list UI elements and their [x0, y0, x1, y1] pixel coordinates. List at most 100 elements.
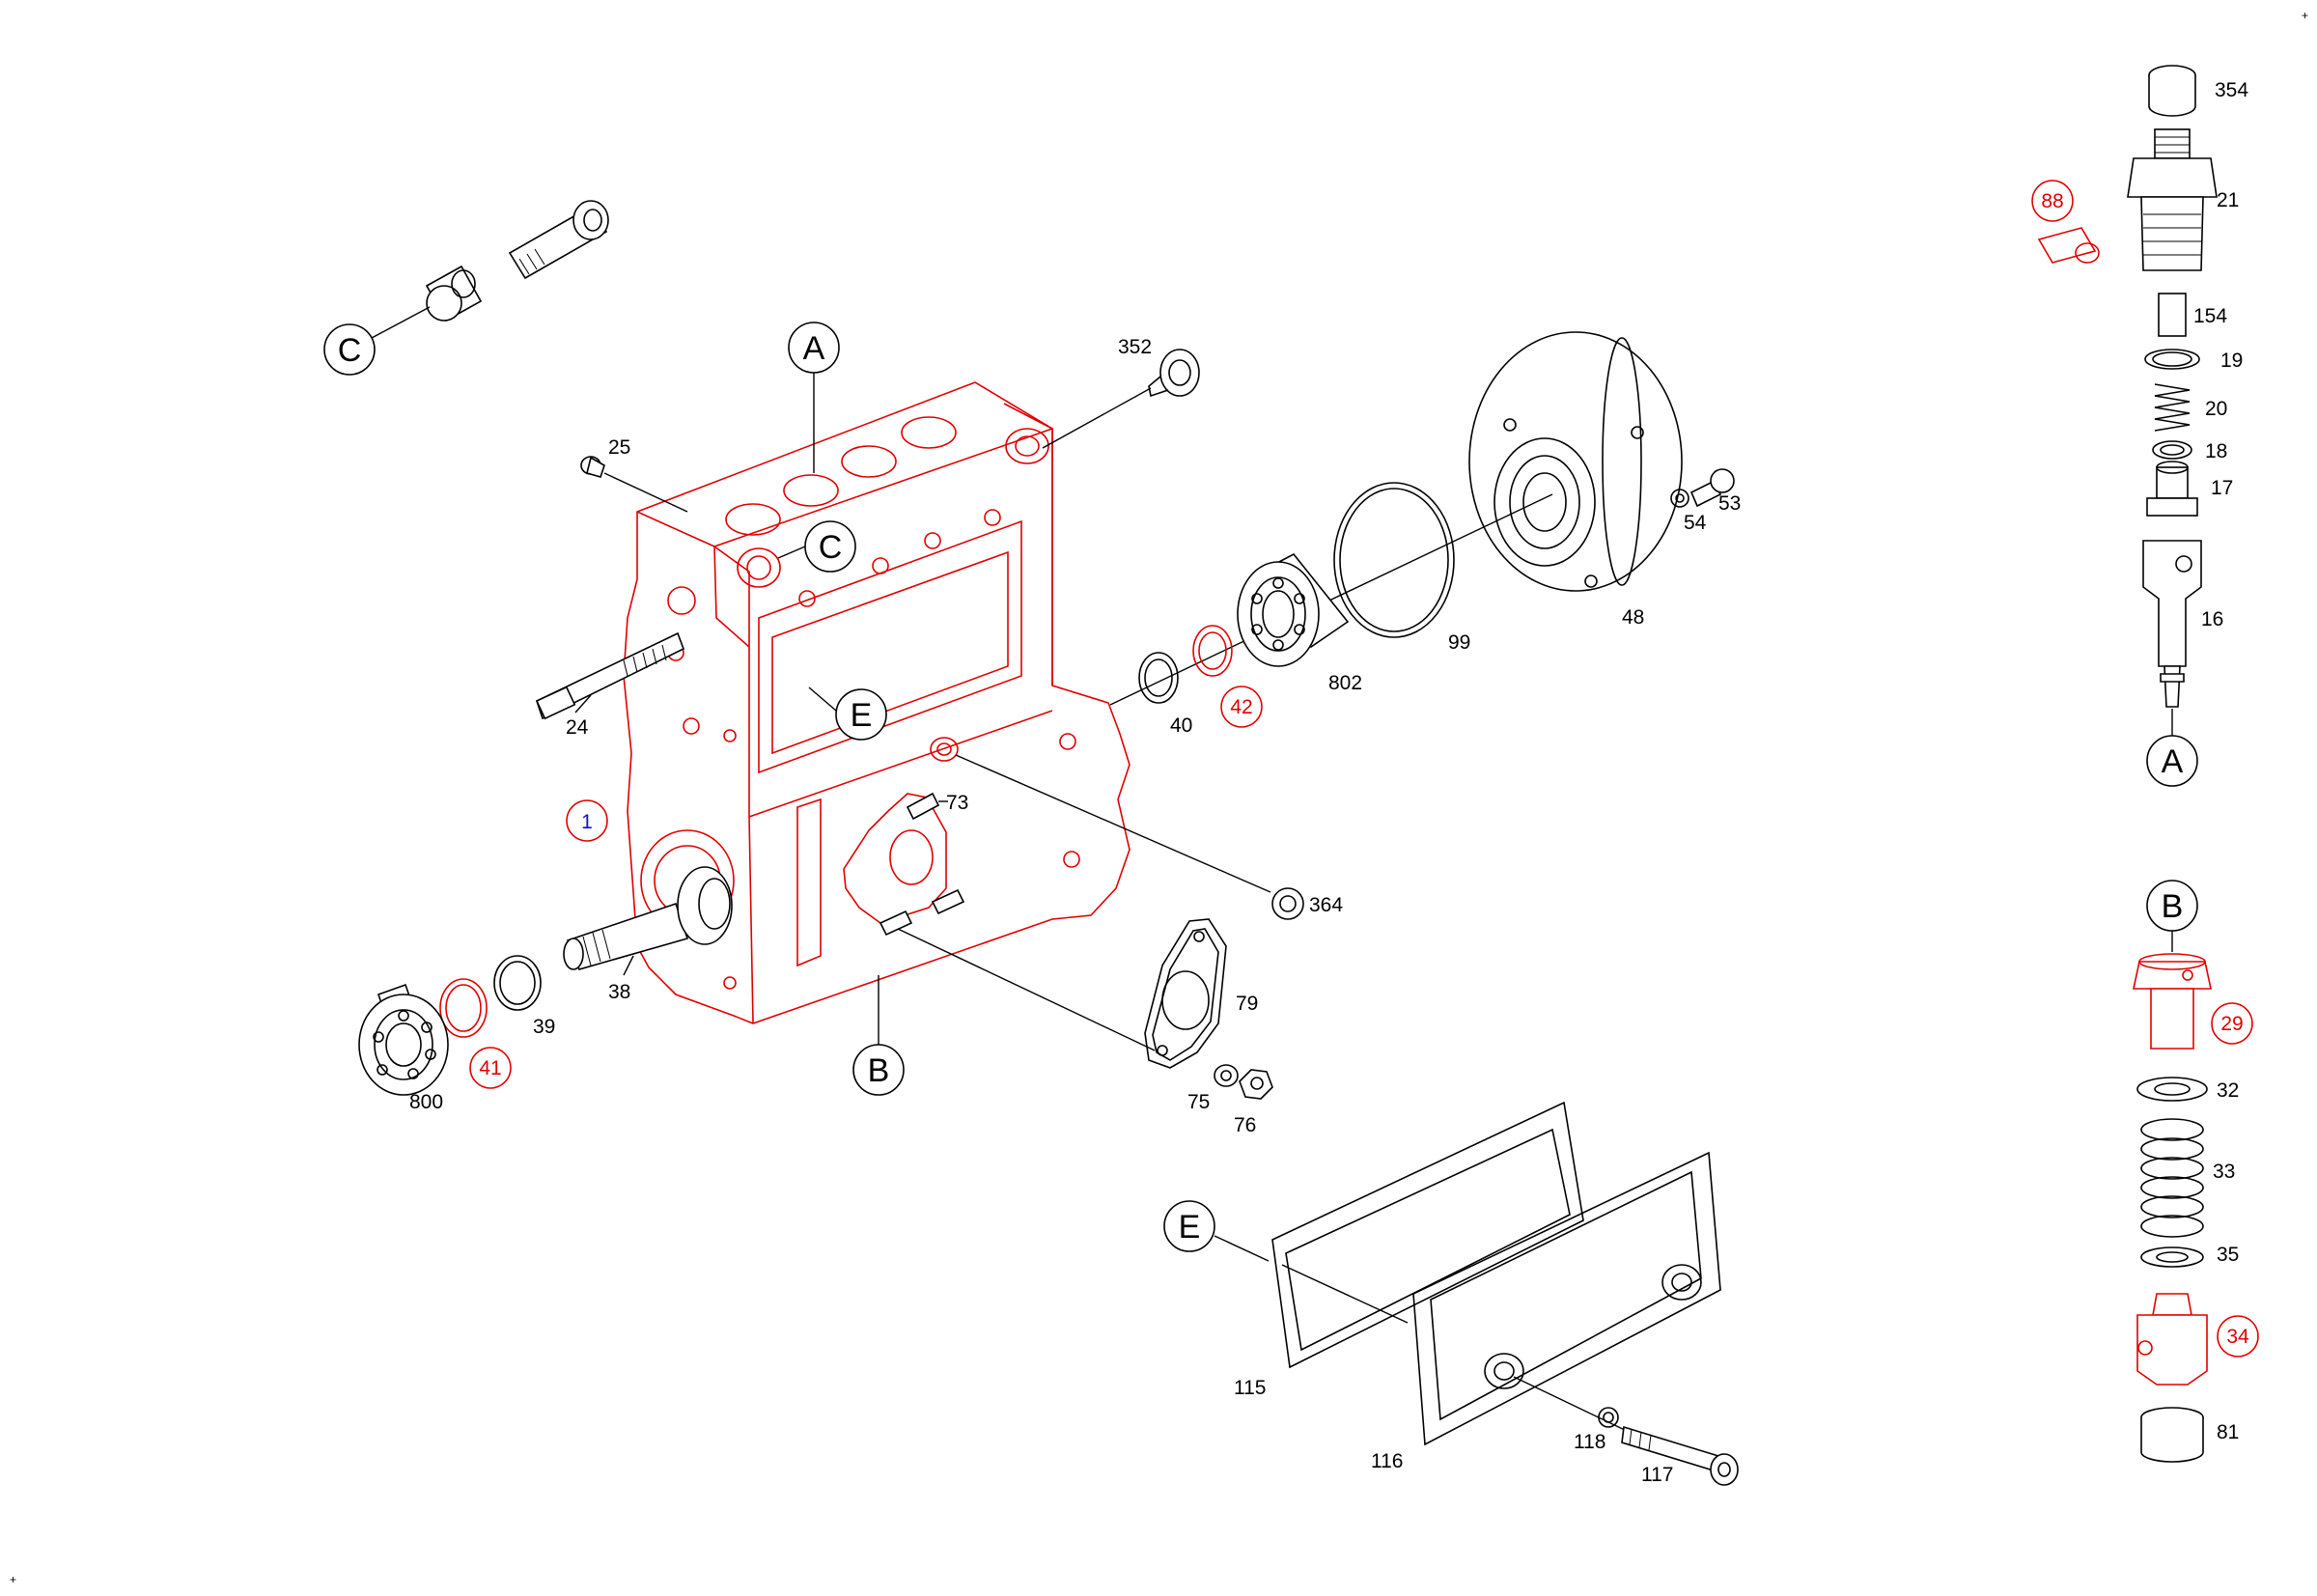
label-part-38[interactable]: 38 [608, 981, 630, 1003]
ref-circle-a-top: A [788, 322, 840, 374]
label-part-79[interactable]: 79 [1236, 993, 1258, 1015]
part-118-washer[interactable] [1598, 1407, 1619, 1428]
label-part-40[interactable]: 40 [1170, 714, 1192, 737]
part-stud-front [931, 888, 965, 915]
svg-text:B: B [2162, 888, 2184, 925]
label-part-20[interactable]: 20 [2205, 398, 2227, 420]
part-115-gasket[interactable] [1271, 1101, 1584, 1369]
label-part-39[interactable]: 39 [533, 1016, 555, 1038]
part-18-washer[interactable] [2152, 440, 2192, 460]
part-48-end-cover[interactable] [1468, 331, 1683, 592]
part-364-plug[interactable] [1271, 887, 1304, 920]
label-part-25[interactable]: 25 [608, 436, 630, 459]
label-part-352[interactable]: 352 [1118, 336, 1152, 358]
label-part-29[interactable]: 29 [2220, 1013, 2243, 1035]
part-88-clamp[interactable] [2037, 227, 2100, 264]
ref-circle-b-body: B [852, 1044, 905, 1096]
label-part-1[interactable]: 1 [581, 811, 593, 833]
svg-text:E: E [1179, 1209, 1201, 1246]
pump-housing-part-1[interactable] [623, 381, 1131, 1024]
label-part-364[interactable]: 364 [1309, 894, 1343, 916]
part-99-o-ring[interactable] [1333, 482, 1455, 638]
highlight-circle-88 [2031, 180, 2074, 222]
label-part-33[interactable]: 33 [2213, 1161, 2235, 1183]
label-part-18[interactable]: 18 [2205, 440, 2227, 462]
part-32-spring-seat[interactable] [2136, 1077, 2208, 1102]
label-part-48[interactable]: 48 [1622, 606, 1644, 629]
part-73-stud[interactable] [906, 792, 940, 821]
part-20-spring[interactable] [2154, 383, 2191, 432]
label-part-76[interactable]: 76 [1234, 1114, 1256, 1136]
part-24-control-rack[interactable] [535, 631, 685, 720]
ref-circle-c-left: C [323, 323, 376, 376]
label-part-99[interactable]: 99 [1448, 631, 1470, 654]
label-part-117[interactable]: 117 [1641, 1464, 1673, 1486]
part-116-cover[interactable] [1412, 1151, 1721, 1446]
part-25-screw[interactable] [580, 456, 605, 478]
part-16-plunger-barrel[interactable] [2142, 540, 2202, 708]
label-part-19[interactable]: 19 [2220, 350, 2243, 372]
part-76-nut[interactable] [1239, 1069, 1273, 1100]
svg-text:A: A [2162, 743, 2184, 780]
part-29-control-sleeve[interactable] [2133, 953, 2212, 1050]
part-40-o-ring[interactable] [1138, 652, 1179, 704]
corner-mark-bottom-left: + [10, 1573, 16, 1586]
part-19-seal[interactable] [2144, 349, 2200, 370]
highlight-circle-1 [566, 799, 608, 842]
highlight-circle-41 [469, 1047, 512, 1089]
part-81-shim[interactable] [2140, 1407, 2204, 1463]
svg-text:C: C [338, 332, 362, 369]
label-part-34[interactable]: 34 [2226, 1326, 2249, 1348]
part-41-shaft-seal[interactable] [439, 978, 488, 1038]
highlight-circle-34 [2217, 1315, 2259, 1358]
label-part-32[interactable]: 32 [2217, 1079, 2239, 1102]
label-part-21[interactable]: 21 [2217, 189, 2239, 211]
part-53-screw[interactable] [1689, 468, 1735, 508]
label-part-54[interactable]: 54 [1684, 512, 1707, 534]
label-part-800[interactable]: 800 [409, 1091, 443, 1113]
part-34-roller-tappet[interactable] [2136, 1293, 2208, 1386]
part-132-fitting[interactable] [508, 200, 609, 280]
part-42-seal[interactable] [1192, 625, 1233, 677]
svg-text:A: A [803, 330, 825, 367]
highlight-circle-29 [2211, 1002, 2253, 1045]
label-part-354[interactable]: 354 [2215, 79, 2248, 101]
part-39-o-ring[interactable] [493, 955, 542, 1011]
label-part-17[interactable]: 17 [2211, 477, 2233, 499]
label-part-88[interactable]: 88 [2041, 190, 2063, 212]
label-part-116[interactable]: 116 [1371, 1450, 1403, 1472]
ref-circle-a-right: A [2146, 735, 2198, 787]
part-75-washer[interactable] [1214, 1064, 1239, 1087]
part-38-drive-shaft[interactable] [563, 866, 733, 970]
part-21-delivery-valve-holder[interactable] [2127, 128, 2218, 271]
label-part-35[interactable]: 35 [2217, 1244, 2239, 1266]
label-part-802[interactable]: 802 [1328, 672, 1362, 694]
part-352-plug[interactable] [1148, 349, 1200, 398]
label-part-24[interactable]: 24 [566, 716, 589, 739]
label-part-16[interactable]: 16 [2201, 608, 2223, 630]
label-part-41[interactable]: 41 [479, 1057, 501, 1079]
part-354-cap[interactable] [2148, 65, 2196, 117]
ref-circle-c-body: C [804, 520, 856, 573]
part-356-sleeve[interactable] [425, 265, 483, 322]
part-stud-lower [879, 910, 913, 937]
label-part-73[interactable]: 73 [946, 792, 968, 814]
part-79-gasket[interactable] [1144, 918, 1227, 1069]
part-154-valve[interactable] [2158, 293, 2187, 337]
label-part-75[interactable]: 75 [1187, 1091, 1210, 1113]
label-part-42[interactable]: 42 [1230, 696, 1252, 718]
part-33-plunger-spring[interactable] [2140, 1118, 2204, 1238]
svg-text:E: E [851, 697, 873, 734]
part-117-screw[interactable] [1621, 1425, 1739, 1486]
part-35-spring-seat[interactable] [2140, 1246, 2204, 1268]
label-part-81[interactable]: 81 [2217, 1421, 2239, 1443]
label-part-154[interactable]: 154 [2193, 305, 2227, 327]
label-part-115[interactable]: 115 [1234, 1377, 1266, 1399]
label-part-53[interactable]: 53 [1718, 492, 1741, 515]
part-54-washer[interactable] [1670, 489, 1689, 508]
part-17-valve-seat[interactable] [2146, 461, 2198, 517]
part-802-bearing[interactable] [1237, 552, 1350, 667]
label-part-118[interactable]: 118 [1574, 1431, 1605, 1453]
part-800-bearing[interactable] [358, 983, 449, 1096]
